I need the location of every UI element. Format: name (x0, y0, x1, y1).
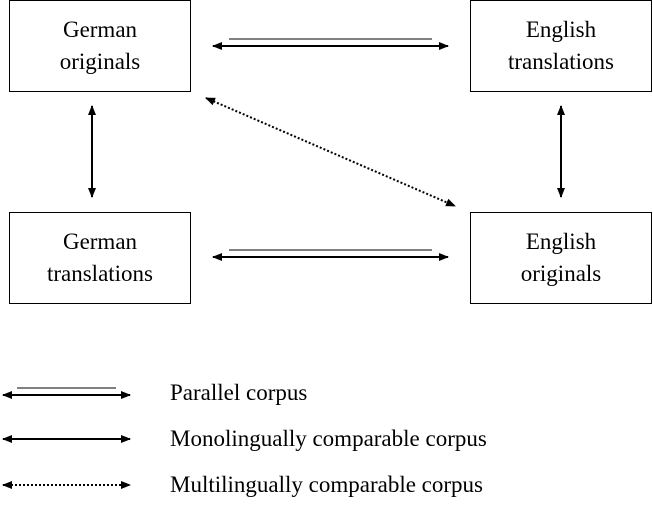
legend-parallel-label: Parallel corpus (170, 380, 308, 405)
legend-parallel-arrow (2, 387, 131, 399)
legend-monolingual-label: Monolingually comparable corpus (170, 426, 487, 451)
box-english-translations-label: English translations (507, 17, 615, 74)
parallel-arrow-bottom (212, 249, 449, 261)
box-german-originals: German originals (9, 0, 191, 92)
parallel-arrow-top (212, 38, 449, 50)
multilingual-arrow-diagonal (205, 97, 456, 207)
box-english-originals: English originals (470, 212, 652, 304)
box-english-originals-label: English originals (520, 229, 602, 286)
box-german-translations-label: German translations (46, 229, 154, 286)
legend-multilingual-label: Multilingually comparable corpus (170, 472, 483, 497)
box-german-translations: German translations (9, 212, 191, 304)
box-english-translations: English translations (470, 0, 652, 92)
box-german-originals-label: German originals (59, 17, 141, 74)
